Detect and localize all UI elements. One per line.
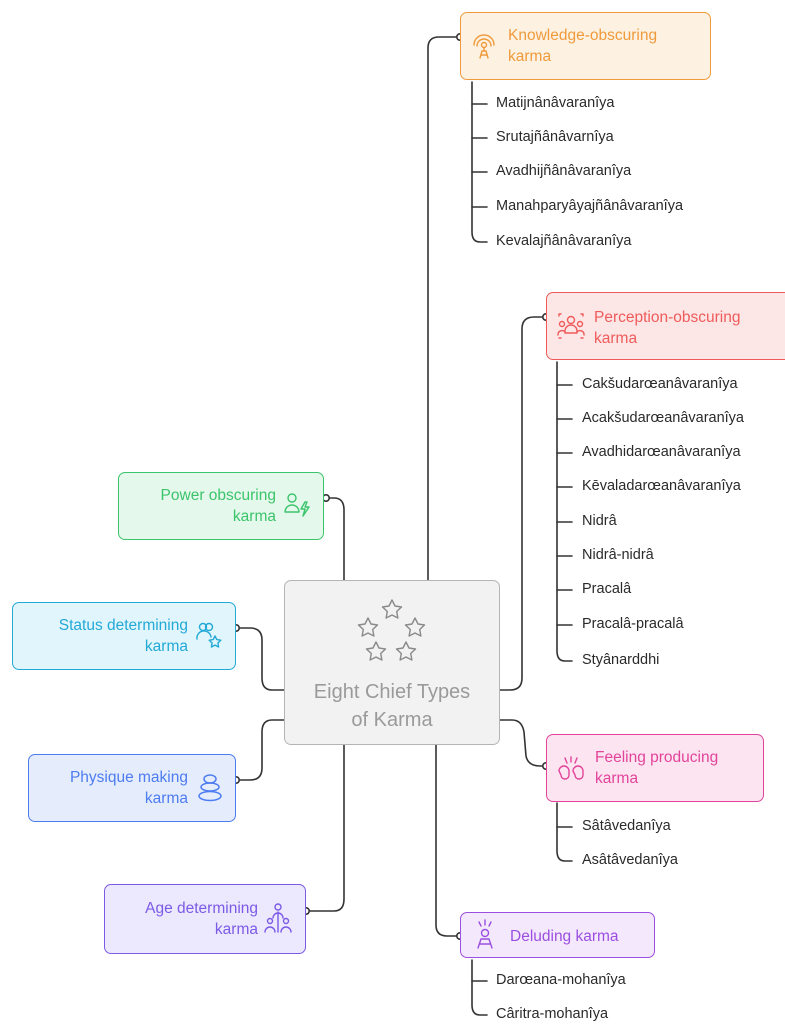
mind-icon	[473, 34, 495, 59]
status-determining-title: Status determining karma	[20, 615, 188, 657]
deluding-item: Darœana-mohanîya	[496, 972, 626, 988]
power-title-line2: karma	[232, 508, 276, 525]
age-determining-title: Age determining karma	[112, 898, 258, 940]
perception-title-line1: Perception-obscuring	[594, 309, 741, 326]
physique-title-line2: karma	[144, 790, 188, 807]
feeling-producing-title: Feeling producing karma	[595, 747, 718, 789]
knowledge-item: Matijnânâvaranîya	[496, 95, 615, 111]
idea-person-icon	[477, 919, 493, 949]
center-title-line1: Eight Chief Types	[313, 681, 471, 703]
perception-item: Pracalâ	[582, 581, 632, 597]
feeling-title-line2: karma	[595, 770, 639, 787]
status-determining-node[interactable]	[12, 602, 236, 670]
power-title-line1: Power obscuring	[160, 487, 276, 504]
physique-title-line1: Physique making	[69, 769, 188, 786]
perception-item: Acakšudarœanâvaranîya	[582, 410, 744, 426]
status-title-line1: Status determining	[58, 617, 188, 634]
perception-item: Nidrâ	[582, 513, 617, 529]
perception-item: Nidrâ-nidrâ	[582, 547, 654, 563]
center-node[interactable]	[284, 580, 500, 745]
power-obscuring-title: Power obscuring karma	[126, 485, 276, 527]
physique-making-title: Physique making karma	[36, 767, 188, 809]
user-star-icon	[196, 622, 222, 648]
knowledge-obscuring-node[interactable]	[460, 12, 711, 80]
age-title-line1: Age determining	[145, 900, 258, 917]
age-title-line2: karma	[214, 921, 258, 938]
feeling-title-line1: Feeling producing	[595, 749, 719, 766]
perception-obscuring-node[interactable]	[546, 292, 785, 360]
deluding-title: Deluding karma	[510, 928, 619, 945]
status-title-line2: karma	[144, 638, 188, 655]
perception-obscuring-title: Perception-obscuring karma	[594, 307, 740, 349]
knowledge-item: Kevalajñânâvaranîya	[496, 233, 632, 249]
five-stars-icon	[357, 599, 426, 661]
feeling-item: Asâtâvedanîya	[582, 852, 678, 868]
center-title: Eight Chief Types of Karma	[284, 678, 500, 734]
perception-item: Styânarddhi	[582, 652, 660, 668]
knowledge-title-line1: Knowledge-obscuring	[508, 27, 658, 44]
deluding-node[interactable]	[460, 912, 655, 958]
knowledge-item: Avadhijñânâvaranîya	[496, 163, 632, 179]
people-group-icon	[557, 313, 585, 339]
perception-item: Avadhidarœanâvaranîya	[582, 444, 741, 460]
knowledge-item: Manahparyâyajñânâvaranîya	[496, 198, 684, 214]
perception-item: Cakšudarœanâvaranîya	[582, 376, 738, 392]
boxing-gloves-icon	[558, 756, 584, 780]
feeling-item: Sâtâvedanîya	[582, 818, 671, 834]
center-title-line2: of Karma	[351, 709, 433, 731]
stacked-stones-icon	[198, 774, 222, 802]
deluding-item: Câritra-mohanîya	[496, 1006, 609, 1022]
perception-item: Pracalâ-pracalâ	[582, 616, 684, 632]
user-power-icon	[284, 493, 310, 517]
knowledge-obscuring-title: Knowledge-obscuring karma	[508, 25, 657, 67]
knowledge-item: Srutajñânâvarnîya	[496, 129, 614, 145]
perception-item: Kēvaladarœanâvaranîya	[582, 478, 741, 494]
knowledge-title-line2: karma	[508, 48, 552, 65]
perception-title-line2: karma	[594, 330, 638, 347]
family-icon	[264, 903, 292, 933]
